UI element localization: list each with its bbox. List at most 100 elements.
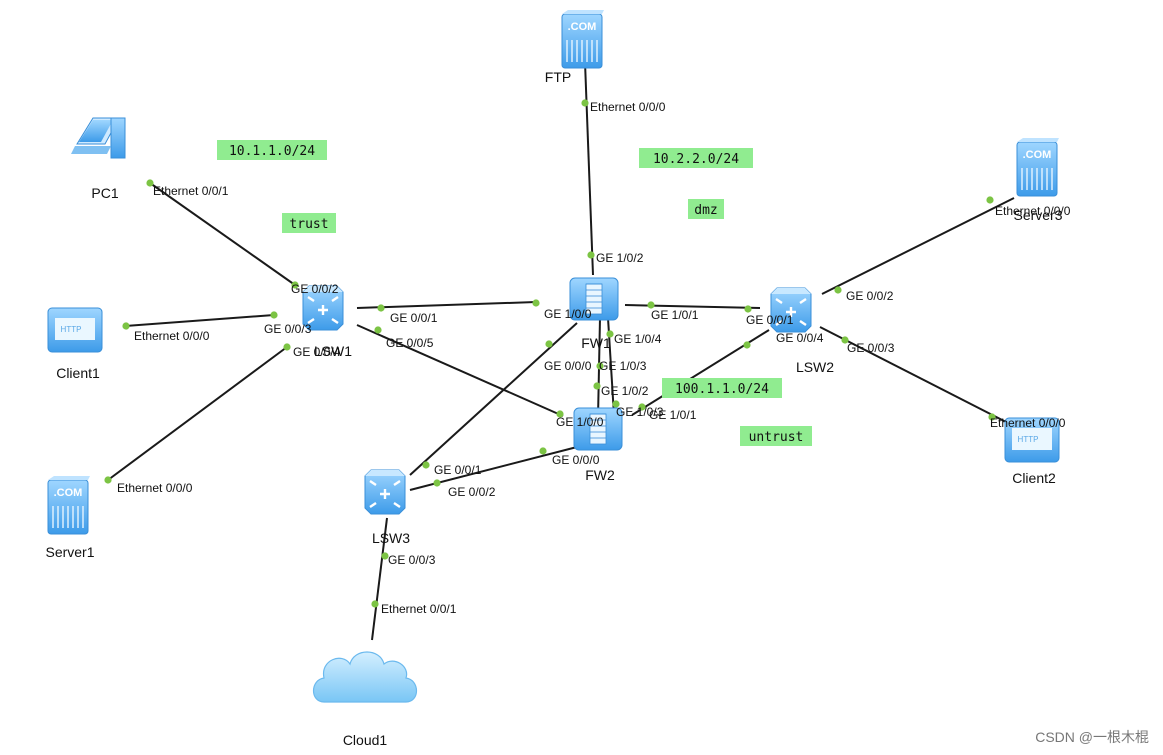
link-client1-lsw1[interactable]: [125, 314, 275, 327]
pc-icon: [71, 117, 126, 159]
port-label: Ethernet 0/0/1: [153, 184, 229, 198]
port-label: Ethernet 0/0/0: [590, 100, 666, 114]
device-server1[interactable]: .COM Server1: [45, 476, 95, 560]
port-dot[interactable]: [988, 413, 996, 421]
port-dot[interactable]: [374, 326, 382, 334]
network-tag: 10.2.2.0/24: [639, 148, 753, 168]
device-cloud1[interactable]: Cloud1: [312, 651, 418, 748]
svg-text:trust: trust: [289, 217, 328, 232]
port-dot[interactable]: [146, 179, 154, 187]
port-dot[interactable]: [834, 286, 842, 294]
switch-icon: [364, 469, 406, 515]
port-dot[interactable]: [433, 479, 441, 487]
port-dot[interactable]: [743, 341, 751, 349]
svg-text:.COM: .COM: [54, 487, 83, 499]
port-label: GE 0/0/5: [386, 336, 434, 350]
port-dot[interactable]: [122, 322, 130, 330]
device-label: FW2: [585, 467, 615, 483]
port-dot[interactable]: [581, 99, 589, 107]
port-label: GE 0/0/1: [434, 463, 482, 477]
port-dot[interactable]: [381, 552, 389, 560]
link-ftp-fw1[interactable]: [584, 61, 594, 276]
port-label: Ethernet 0/0/0: [134, 329, 210, 343]
device-client1[interactable]: HTTP Client1: [47, 307, 103, 381]
server-icon: .COM: [1016, 138, 1059, 197]
port-dot[interactable]: [986, 196, 994, 204]
link-lsw1-fw1[interactable]: [356, 301, 537, 309]
device-label: Client1: [56, 365, 100, 381]
port-dot[interactable]: [291, 281, 299, 289]
svg-text:dmz: dmz: [694, 203, 717, 218]
port-dot[interactable]: [587, 251, 595, 259]
port-dot[interactable]: [593, 382, 601, 390]
device-lsw2[interactable]: LSW2: [770, 287, 834, 375]
device-label: FTP: [545, 69, 571, 85]
port-dot[interactable]: [545, 340, 553, 348]
firewall-icon: [569, 277, 619, 321]
port-dot[interactable]: [744, 305, 752, 313]
port-dot[interactable]: [638, 403, 646, 411]
port-dot[interactable]: [606, 330, 614, 338]
link-pc1-lsw1[interactable]: [149, 182, 296, 286]
device-label: FW1: [581, 335, 611, 351]
port-label: GE 1/0/4: [614, 332, 662, 346]
link-server1-lsw1[interactable]: [107, 346, 288, 481]
svg-text:.COM: .COM: [1023, 149, 1052, 161]
port-dot[interactable]: [422, 461, 430, 469]
port-label: Ethernet 0/0/1: [381, 602, 457, 616]
link-lsw1-fw2[interactable]: [356, 324, 564, 417]
device-lsw1[interactable]: LSW1: [302, 285, 352, 359]
device-label: Server1: [45, 544, 94, 560]
port-label: GE 0/0/3: [264, 322, 312, 336]
device-lsw3[interactable]: LSW3: [364, 469, 410, 546]
port-label: GE 0/0/2: [448, 485, 496, 499]
port-dot[interactable]: [556, 410, 564, 418]
device-label: PC1: [91, 185, 118, 201]
port-dot[interactable]: [612, 400, 620, 408]
port-dot[interactable]: [539, 447, 547, 455]
port-dot[interactable]: [532, 299, 540, 307]
svg-text:10.1.1.0/24: 10.1.1.0/24: [229, 144, 315, 159]
device-fw1[interactable]: FW1: [569, 277, 619, 351]
links-layer: [107, 61, 1015, 641]
link-lsw2-server3[interactable]: [821, 197, 1015, 295]
http-client-icon: HTTP: [1004, 417, 1060, 463]
port-label: GE 1/0/2: [596, 251, 644, 265]
device-fw2[interactable]: FW2: [573, 407, 623, 483]
port-dot[interactable]: [104, 476, 112, 484]
network-tag: untrust: [740, 426, 812, 446]
port-label: GE 0/0/4: [776, 331, 824, 345]
port-label: GE 0/0/0: [544, 359, 592, 373]
link-lsw3-cloud1[interactable]: [371, 517, 388, 641]
device-label: Client2: [1012, 470, 1056, 486]
network-tag: 10.1.1.0/24: [217, 140, 327, 160]
device-label: Cloud1: [343, 732, 388, 748]
firewall-icon: [573, 407, 623, 451]
port-dot[interactable]: [270, 311, 278, 319]
device-label: LSW1: [314, 343, 352, 359]
server-icon: .COM: [561, 10, 604, 69]
port-dot[interactable]: [841, 336, 849, 344]
link-lsw2-client2[interactable]: [819, 326, 1011, 425]
port-dot[interactable]: [283, 343, 291, 351]
port-dot[interactable]: [647, 301, 655, 309]
device-label: LSW3: [372, 530, 410, 546]
device-pc1[interactable]: PC1: [71, 117, 126, 201]
svg-text:HTTP: HTTP: [61, 325, 82, 334]
port-label: GE 1/0/3: [599, 359, 647, 373]
server-icon: .COM: [47, 476, 90, 535]
link-fw1-lsw3[interactable]: [409, 322, 578, 476]
device-client2[interactable]: HTTP Client2: [1004, 417, 1060, 486]
port-dot[interactable]: [371, 600, 379, 608]
port-label: Ethernet 0/0/0: [117, 481, 193, 495]
port-label: GE 1/0/2: [601, 384, 649, 398]
port-dot[interactable]: [596, 362, 604, 370]
port-label: GE 0/0/1: [390, 311, 438, 325]
port-label: GE 0/0/2: [291, 282, 339, 296]
port-label: GE 0/0/4: [293, 345, 341, 359]
port-dot[interactable]: [377, 304, 385, 312]
network-tag: 100.1.1.0/24: [662, 378, 782, 398]
